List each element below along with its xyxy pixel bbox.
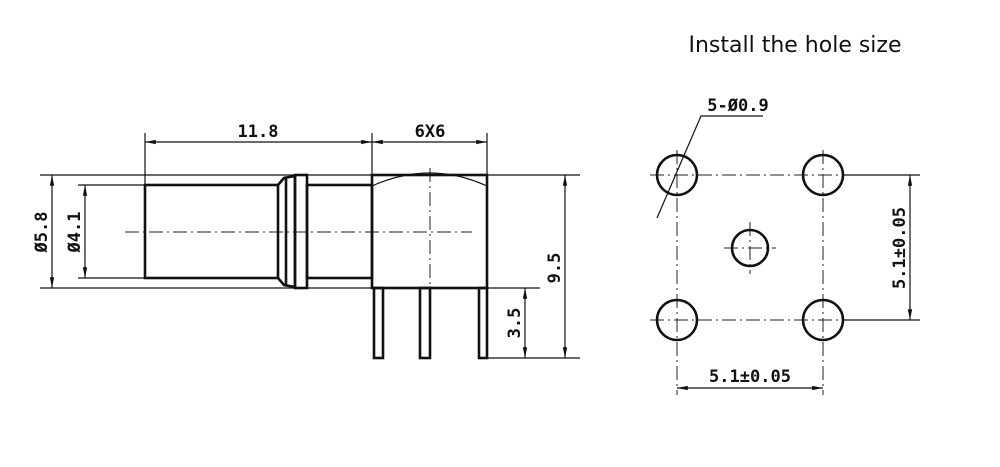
leader-line: [656, 115, 763, 219]
connector-barrel: [143, 183, 280, 280]
pin-length-label: 3.5: [505, 308, 525, 339]
hole-size-title: Install the hole size: [688, 33, 902, 58]
hole-spec-label: 5-Ø0.9: [707, 96, 768, 116]
neck: [305, 183, 374, 280]
vertical-pitch-label: 5.1±0.05: [890, 207, 910, 289]
height-label: 9.5: [545, 253, 565, 284]
pin: [477, 286, 489, 360]
center-hole: [730, 228, 770, 268]
inner-diameter-label: Ø4.1: [65, 212, 85, 254]
side-view: 11.8 6X6 Ø5.8 Ø4.1 9.5 3.5: [32, 122, 580, 360]
hole-layout: 5-Ø0.9 5.1±0.05 5.1±0.05: [650, 96, 920, 395]
mounting-hole: [655, 298, 699, 342]
pin: [372, 286, 385, 360]
length-label: 11.8: [238, 122, 279, 142]
horizontal-pitch-label: 5.1±0.05: [709, 367, 791, 387]
body-size-label: 6X6: [415, 122, 446, 142]
pin: [418, 286, 432, 360]
outer-diameter-label: Ø5.8: [32, 212, 52, 254]
mounting-hole: [655, 153, 699, 197]
